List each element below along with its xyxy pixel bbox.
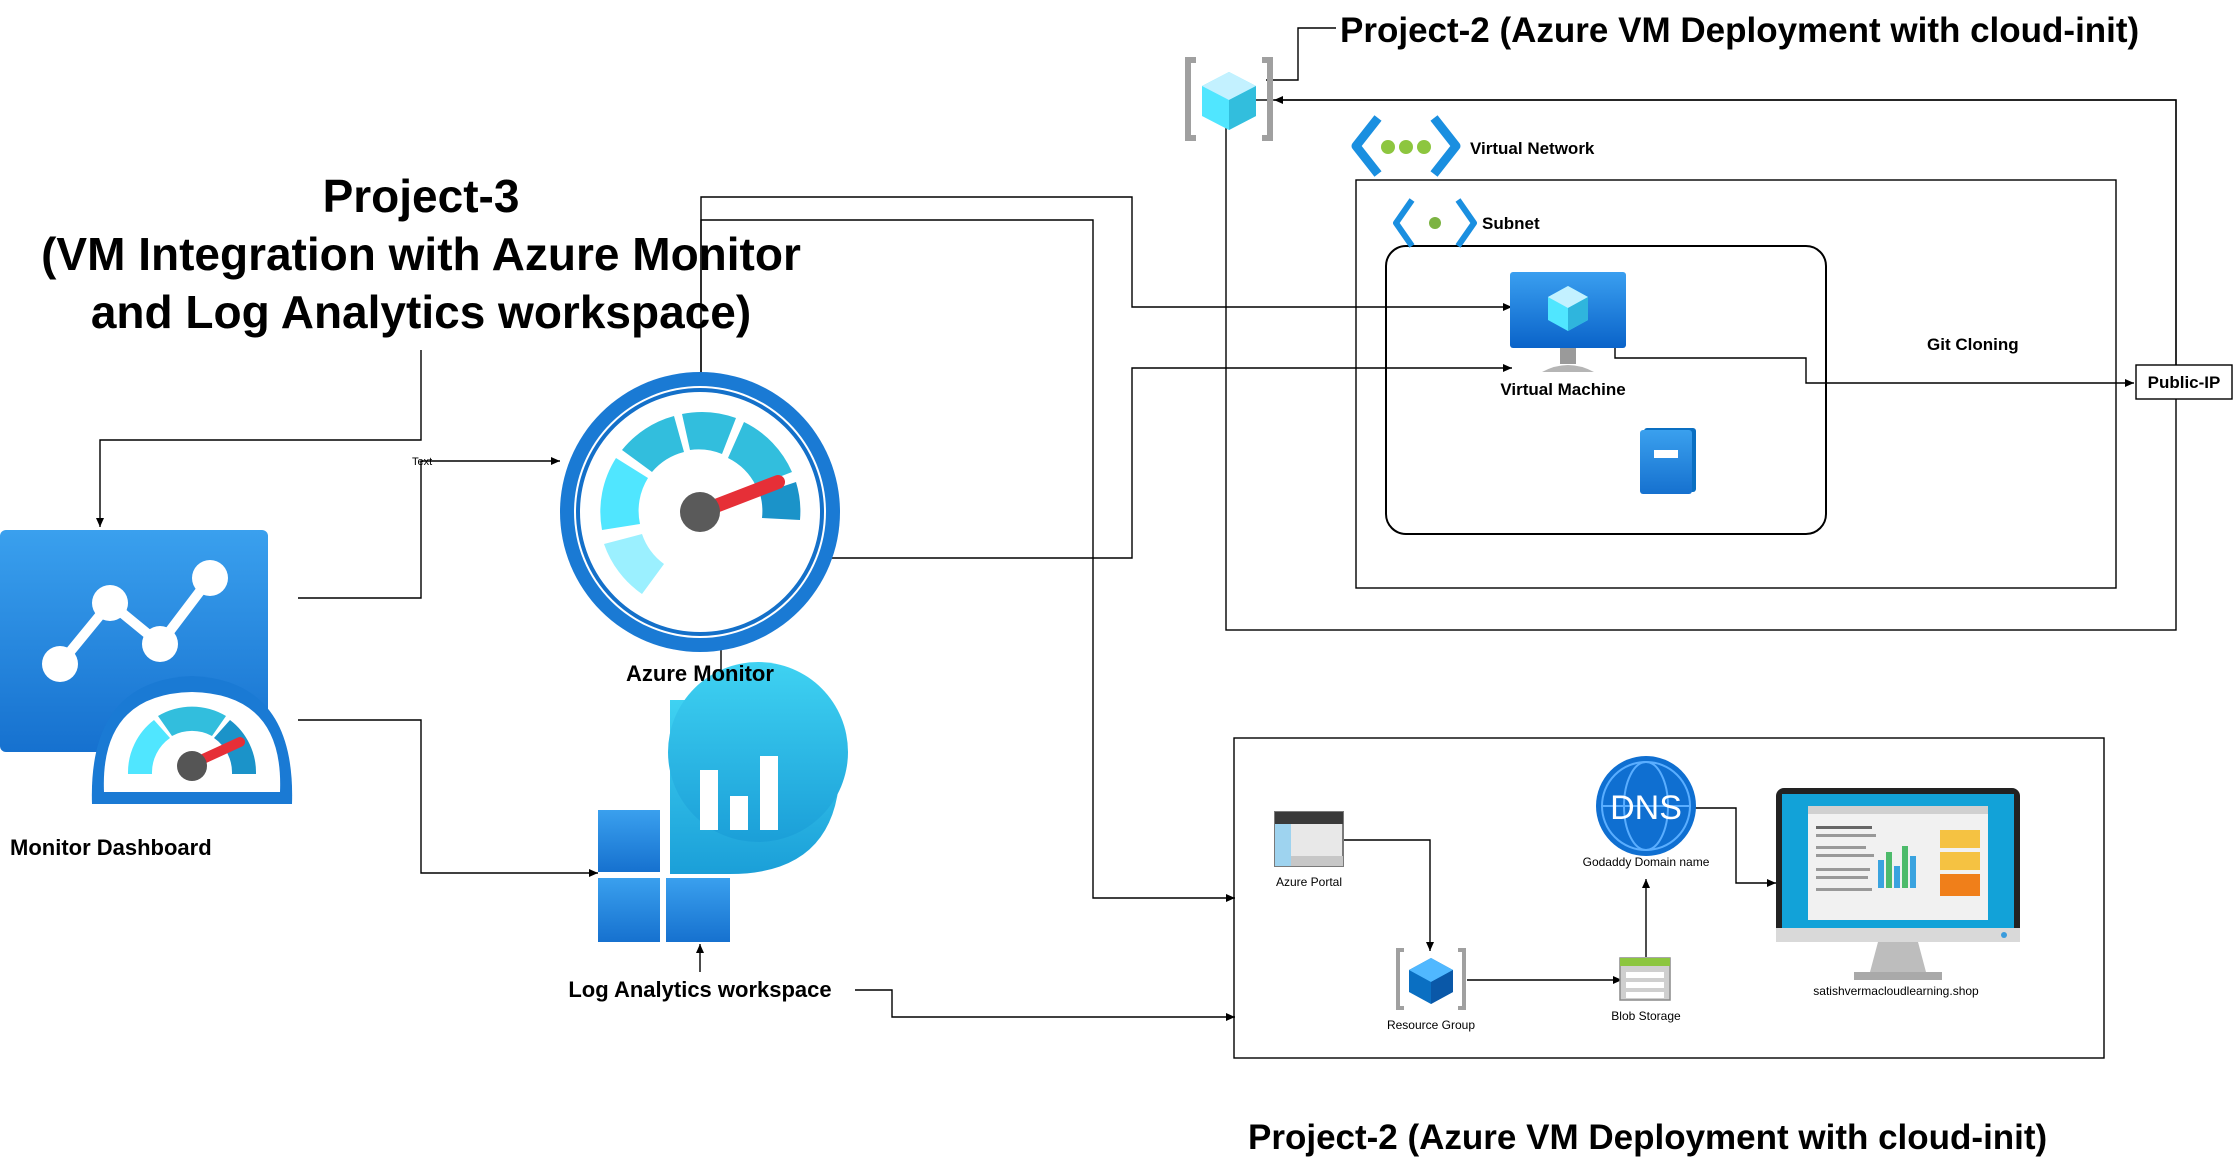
website-monitor-icon bbox=[1776, 788, 2020, 980]
azure-portal-label: Azure Portal bbox=[1276, 875, 1342, 889]
subnet-icon bbox=[1393, 198, 1477, 248]
monitor-dashboard-label: Monitor Dashboard bbox=[10, 835, 212, 860]
edge-label-text: Text bbox=[412, 456, 432, 468]
log-analytics-label: Log Analytics workspace bbox=[568, 977, 831, 1002]
edge-dashboard-to-monitor bbox=[298, 457, 560, 599]
edge-public-ip-to-resource-group bbox=[1274, 96, 2177, 365]
edge-monitor-to-vm bbox=[700, 196, 1512, 373]
project3-title-line1: Project-3 bbox=[323, 170, 520, 222]
godaddy-label: Godaddy Domain name bbox=[1583, 855, 1710, 869]
blob-storage-label: Blob Storage bbox=[1611, 1009, 1681, 1023]
virtual-network-container bbox=[1355, 179, 2117, 589]
virtual-network-label: Virtual Network bbox=[1470, 139, 1595, 158]
blob-storage-icon bbox=[1619, 957, 1671, 1001]
edge-dns-to-website bbox=[1695, 807, 1776, 887]
virtual-machine-icon bbox=[1510, 272, 1626, 372]
project2-title-top: Project-2 (Azure VM Deployment with clou… bbox=[1340, 11, 2139, 50]
dns-label: DNS bbox=[1610, 789, 1682, 827]
edge-log-analytics-to-project2 bbox=[855, 989, 1235, 1021]
edge-vm-to-public-ip bbox=[1614, 340, 2134, 387]
edge-dashboard-to-log-analytics bbox=[298, 719, 598, 877]
storage-disk-icon bbox=[1640, 428, 1696, 494]
project2-container bbox=[1233, 737, 2105, 1059]
virtual-machine-label: Virtual Machine bbox=[1500, 380, 1625, 399]
resource-group-label: Resource Group bbox=[1387, 1018, 1475, 1032]
edge-monitor-to-project2 bbox=[700, 219, 1235, 902]
public-ip-box bbox=[2135, 364, 2233, 400]
azure-monitor-icon bbox=[560, 372, 840, 652]
azure-monitor-label: Azure Monitor bbox=[626, 661, 774, 686]
resource-group-small-icon bbox=[1396, 948, 1466, 1010]
git-cloning-label: Git Cloning bbox=[1927, 335, 2019, 354]
edge-title-to-resource-group bbox=[1266, 27, 1336, 81]
dns-icon: DNS bbox=[1596, 756, 1696, 856]
monitor-dashboard-icon bbox=[0, 530, 293, 804]
diagram-labels: Project-3 (VM Integration with Azure Mon… bbox=[10, 11, 2220, 1157]
azure-portal-icon bbox=[1274, 811, 1344, 867]
resource-group-icon bbox=[1185, 57, 1273, 141]
log-analytics-icon bbox=[598, 662, 848, 942]
edge-log-analytics-to-vm bbox=[720, 364, 1512, 700]
subnet-container bbox=[1385, 245, 1827, 535]
subnet-label: Subnet bbox=[1482, 214, 1540, 233]
project3-title-line2: (VM Integration with Azure Monitor bbox=[41, 228, 801, 280]
public-ip-label: Public-IP bbox=[2148, 373, 2221, 392]
project3-title-line3: and Log Analytics workspace) bbox=[91, 286, 751, 338]
website-url-label: satishvermacloudlearning.shop bbox=[1813, 984, 1979, 998]
project2-title-bottom: Project-2 (Azure VM Deployment with clou… bbox=[1248, 1118, 2047, 1157]
virtual-network-icon bbox=[1351, 115, 1461, 177]
edge-portal-to-resource-group bbox=[1342, 839, 1434, 951]
edge-title-to-dashboard bbox=[96, 350, 422, 527]
